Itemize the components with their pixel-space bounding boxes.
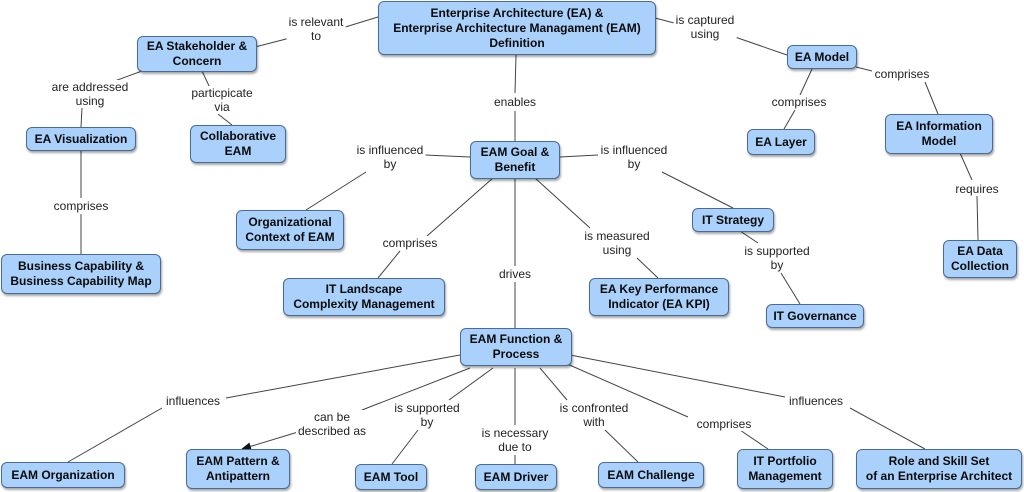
edge-function-to-confronted-label	[539, 367, 568, 401]
node-ea-eam-definition[interactable]: Enterprise Architecture (EA) & Enterpris…	[378, 1, 656, 55]
node-eam-driver[interactable]: EAM Driver	[475, 464, 557, 490]
node-business-capability[interactable]: Business Capability & Business Capabilit…	[1, 254, 161, 294]
node-organizational-context[interactable]: Organizational Context of EAM	[236, 210, 344, 250]
label-is-necessary-due-to: is necessary due to	[479, 426, 551, 454]
label-is-supported-by-gov: is supported by	[742, 244, 812, 272]
edge-function-to-influences-right-label	[569, 354, 786, 398]
edge-comprises-label-to-portfolio	[739, 429, 769, 450]
edge-comprises-label-to-layer	[783, 109, 796, 130]
node-ea-model[interactable]: EA Model	[787, 45, 857, 69]
label-enables: enables	[491, 95, 539, 109]
edge-relevant-label-to-stakeholder	[254, 37, 291, 48]
edge-confronted-label-to-challenge	[604, 429, 639, 463]
edge-comprises-label-2-to-info-model	[924, 81, 939, 115]
node-collaborative-eam[interactable]: Collaborative EAM	[190, 125, 286, 163]
edge-info-model-to-requires-label	[959, 152, 973, 181]
edge-influences-right-label-to-role	[849, 407, 926, 450]
label-model-comprises-2: comprises	[872, 67, 932, 81]
label-participate-via: particpicate via	[189, 86, 255, 114]
edge-function-to-influences-left-label	[225, 354, 461, 399]
node-eam-function-process[interactable]: EAM Function & Process	[460, 328, 572, 366]
node-ea-visualization[interactable]: EA Visualization	[26, 127, 136, 151]
label-are-addressed-using: are addressed using	[49, 80, 131, 108]
edge-comprises-label-to-it-landscape	[377, 250, 401, 279]
node-ea-data-collection[interactable]: EA Data Collection	[943, 240, 1017, 278]
edge-model-to-comprises-label-2	[855, 66, 873, 72]
edge-goal-to-comprises-label	[426, 177, 494, 237]
label-model-comprises: comprises	[769, 95, 829, 109]
edge-requires-label-to-data-collection	[976, 195, 979, 241]
edge-goal-to-measured-label	[534, 177, 591, 229]
label-is-measured-using: is measured using	[582, 229, 652, 257]
edge-measured-label-to-kpi	[636, 257, 659, 279]
label-is-confronted-with: is confronted with	[557, 401, 631, 429]
label-is-captured-using: is captured using	[673, 13, 737, 41]
node-it-landscape[interactable]: IT Landscape Complexity Management	[283, 278, 445, 316]
edge-influenced-right-label-to-it-strategy	[661, 171, 734, 209]
node-ea-stakeholder-concern[interactable]: EA Stakeholder & Concern	[137, 36, 257, 72]
label-function-comprises: comprises	[694, 417, 754, 431]
label-influences-right: influences	[786, 394, 846, 408]
node-ea-kpi[interactable]: EA Key Performance Indicator (EA KPI)	[589, 278, 729, 316]
label-influences-left: influences	[163, 394, 223, 408]
edge-addressed-label-to-visualization	[80, 107, 83, 128]
node-ea-layer[interactable]: EA Layer	[747, 129, 815, 155]
edge-captured-label-to-model	[734, 36, 788, 56]
edge-supported-label-to-governance	[780, 272, 801, 305]
edge-described-label-to-pattern	[241, 431, 299, 451]
edge-function-to-described-label	[361, 367, 471, 411]
node-it-portfolio[interactable]: IT Portfolio Management	[737, 449, 833, 489]
edge-stakeholder-to-participate-label	[201, 70, 211, 89]
edge-model-to-comprises-label	[799, 68, 813, 96]
node-it-governance[interactable]: IT Governance	[766, 304, 864, 328]
edge-influenced-left-label-to-org-context	[305, 171, 367, 211]
label-is-influenced-by-left: is influenced by	[354, 143, 426, 171]
label-is-relevant-to: is relevant to	[286, 15, 346, 43]
node-eam-tool[interactable]: EAM Tool	[355, 464, 427, 490]
label-goal-comprises: comprises	[380, 236, 440, 250]
edge-goal-to-influenced-right-label	[559, 154, 599, 158]
label-drives: drives	[496, 267, 534, 281]
node-it-strategy[interactable]: IT Strategy	[692, 208, 774, 232]
node-eam-pattern[interactable]: EAM Pattern & Antipattern	[186, 449, 290, 489]
label-is-supported-by-tool: is supported by	[392, 401, 462, 429]
edge-function-to-comprises-label	[564, 362, 689, 418]
node-eam-goal-benefit[interactable]: EAM Goal & Benefit	[470, 141, 560, 179]
edge-influences-left-label-to-organization	[67, 407, 163, 463]
edge-definition-to-enables-label	[514, 54, 517, 94]
edge-supported-tool-label-to-tool	[391, 429, 419, 465]
edge-definition-to-relevant-label	[341, 16, 379, 29]
label-can-be-described-as: can be described as	[295, 410, 369, 438]
edge-goal-to-influenced-left-label	[424, 154, 471, 158]
edge-participate-label-to-collaborative	[217, 113, 233, 126]
label-viz-comprises: comprises	[51, 199, 111, 213]
label-requires: requires	[953, 182, 1001, 196]
node-eam-organization[interactable]: EAM Organization	[1, 462, 125, 488]
label-is-influenced-by-right: is influenced by	[598, 143, 670, 171]
edge-it-strategy-to-supported-label	[739, 230, 759, 244]
node-role-skill-set[interactable]: Role and Skill Set of an Enterprise Arch…	[856, 449, 1022, 489]
edge-function-to-supported-tool-label	[448, 367, 494, 401]
node-eam-challenge[interactable]: EAM Challenge	[598, 462, 704, 488]
node-ea-information-model[interactable]: EA Information Model	[885, 114, 993, 154]
